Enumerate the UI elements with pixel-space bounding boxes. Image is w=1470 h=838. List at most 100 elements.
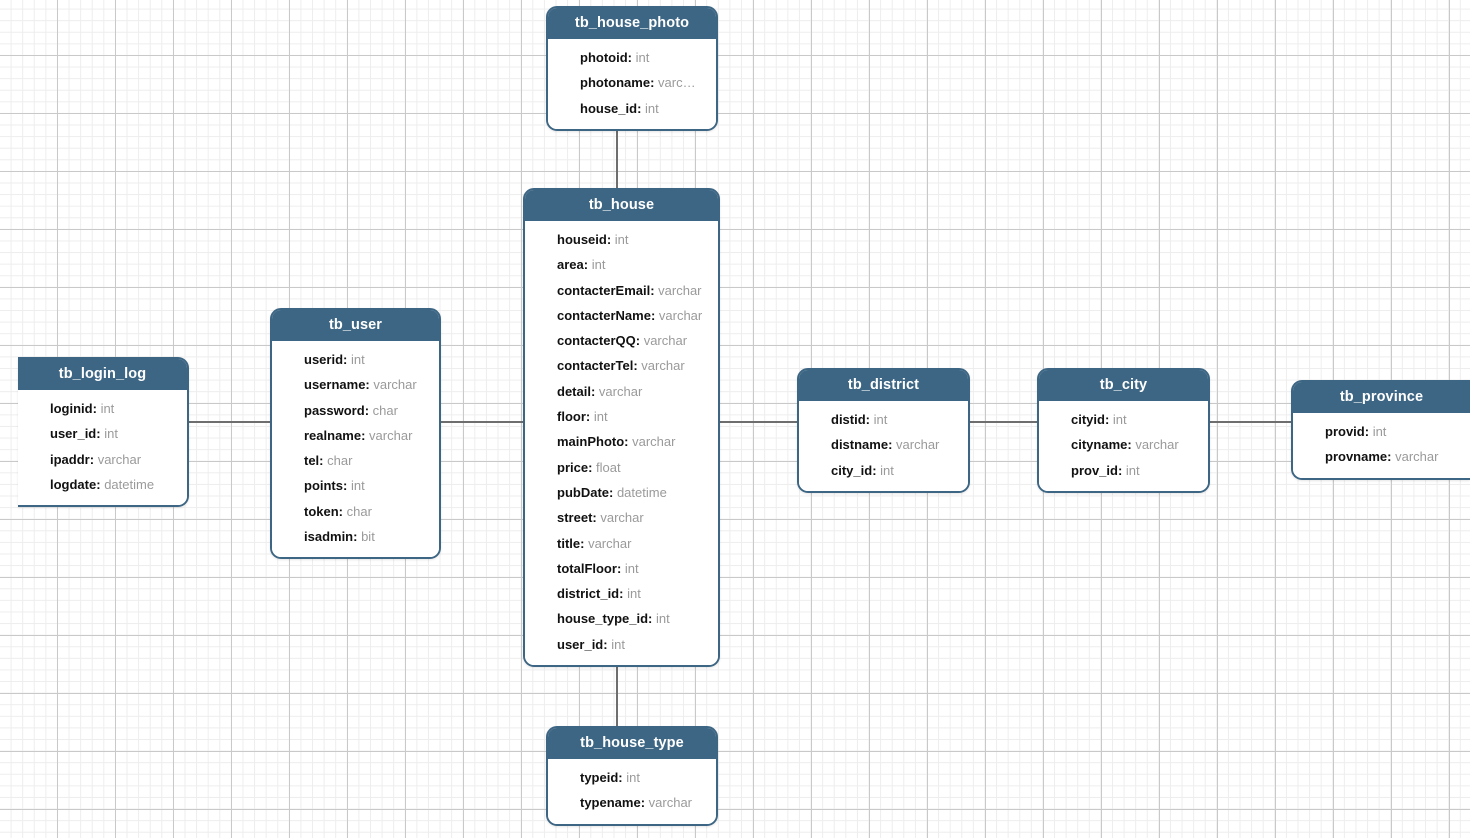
- field-name: pubDate: [557, 484, 609, 500]
- field-name: isadmin: [304, 529, 354, 545]
- field-name: user_id: [50, 426, 97, 442]
- field-row: totalFloor: int: [525, 556, 718, 581]
- field-row: house_id: int: [548, 96, 716, 121]
- field-name: provname: [1325, 449, 1388, 465]
- entity-table-tb_province[interactable]: tb_province provid: int provname: varchar: [1291, 380, 1470, 480]
- field-type: varchar: [1395, 449, 1439, 465]
- field-type: int: [635, 50, 650, 65]
- field-name: loginid: [50, 401, 93, 416]
- field-separator: :: [616, 560, 625, 576]
- field-separator: :: [365, 377, 374, 393]
- field-row: userid: int: [272, 347, 439, 372]
- field-name: city_id: [831, 462, 873, 478]
- field-type: int: [880, 462, 894, 478]
- field-name: house_id: [580, 100, 638, 116]
- field-type: int: [591, 257, 606, 273]
- field-separator: :: [353, 529, 362, 545]
- field-row: contacterEmail: varchar: [525, 278, 718, 303]
- field-name: cityid: [1071, 412, 1105, 427]
- field-separator: :: [1364, 424, 1373, 439]
- field-type: varchar: [641, 358, 685, 374]
- field-separator: :: [627, 50, 636, 65]
- field-type: char: [372, 402, 398, 418]
- field-separator: :: [650, 282, 659, 298]
- field-name: distname: [831, 437, 889, 453]
- field-type: varchar: [97, 451, 142, 467]
- field-name: realname: [304, 427, 362, 443]
- field-row: user_id: int: [525, 632, 718, 657]
- field-separator: :: [96, 476, 105, 492]
- field-type: varchar: [588, 535, 632, 551]
- field-separator: :: [583, 257, 592, 273]
- field-type: char: [346, 503, 372, 519]
- field-row: city_id: int: [799, 458, 968, 483]
- field-name: photoid: [580, 50, 628, 65]
- field-name: prov_id: [1071, 462, 1118, 478]
- field-separator: :: [633, 358, 642, 374]
- field-name: cityname: [1071, 437, 1128, 453]
- field-type: int: [655, 611, 670, 627]
- field-name: provid: [1325, 424, 1365, 439]
- field-name: ipaddr: [50, 451, 90, 467]
- field-type: int: [350, 352, 365, 367]
- field-name: points: [304, 478, 343, 494]
- field-type: int: [614, 232, 629, 247]
- field-row: contacterTel: varchar: [525, 353, 718, 378]
- field-row: isadmin: bit: [272, 524, 439, 549]
- field-separator: :: [640, 795, 649, 811]
- entity-title-tb_house_type: tb_house_type: [548, 728, 716, 759]
- field-row: provid: int: [1293, 419, 1470, 444]
- field-separator: :: [609, 484, 617, 500]
- entity-title-tb_house_photo: tb_house_photo: [548, 8, 716, 39]
- field-row: password: char: [272, 398, 439, 423]
- field-row: ipaddr: varchar: [18, 447, 187, 472]
- field-name: distid: [831, 412, 866, 427]
- field-row: typeid: int: [548, 765, 716, 790]
- field-type: varchar: [373, 377, 417, 393]
- field-type: int: [627, 586, 641, 602]
- field-type: int: [1125, 462, 1140, 478]
- field-type: float: [596, 459, 621, 475]
- field-row: street: varchar: [525, 505, 718, 530]
- field-row: distname: varchar: [799, 432, 968, 457]
- field-separator: :: [89, 451, 98, 467]
- field-type: int: [104, 426, 118, 442]
- field-name: price: [557, 459, 589, 475]
- connector-tb_house_photo-to-tb_house: [616, 115, 618, 188]
- field-row: token: char: [272, 499, 439, 524]
- field-row: area: int: [525, 252, 718, 277]
- field-name: logdate: [50, 476, 97, 492]
- field-name: contacterQQ: [557, 333, 636, 349]
- field-type: int: [624, 560, 639, 576]
- field-separator: :: [1104, 412, 1113, 427]
- field-row: distid: int: [799, 407, 968, 432]
- field-type: int: [626, 770, 640, 785]
- field-name: username: [304, 377, 366, 393]
- field-type: varchar: [369, 427, 413, 443]
- entity-title-tb_province: tb_province: [1293, 382, 1470, 413]
- field-name: area: [557, 257, 584, 273]
- field-name: contacterTel: [557, 358, 634, 374]
- field-separator: :: [592, 510, 601, 526]
- field-name: contacterEmail: [557, 282, 651, 298]
- field-name: title: [557, 535, 581, 551]
- field-type: int: [611, 636, 625, 652]
- field-row: district_id: int: [525, 581, 718, 606]
- connector-tb_user-to-tb_house: [441, 421, 523, 423]
- field-type: datetime: [104, 476, 155, 492]
- field-separator: :: [606, 232, 615, 247]
- field-separator: :: [648, 611, 656, 627]
- field-separator: :: [580, 535, 589, 551]
- field-row: loginid: int: [18, 396, 187, 421]
